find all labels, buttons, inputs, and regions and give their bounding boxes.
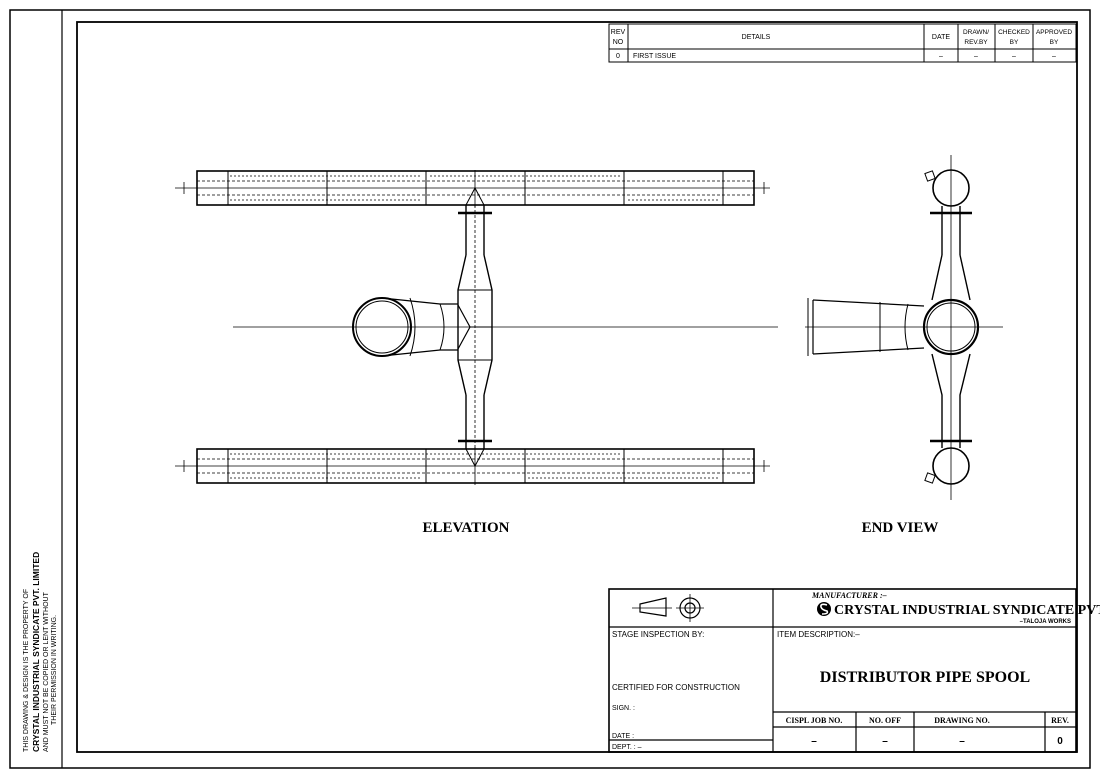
no-off-label: NO. OFF bbox=[869, 716, 901, 725]
revision-table-text: REV NO DETAILS DATE DRAWN/ REV.BY CHECKE… bbox=[611, 29, 1073, 60]
approved-header-2: BY bbox=[1050, 39, 1059, 46]
elevation-label: ELEVATION bbox=[423, 520, 510, 536]
side-note-line4: THEIR PERMISSION IN WRITING. bbox=[51, 615, 58, 725]
no-off-value: – bbox=[882, 736, 888, 747]
rev-no-header-2: NO bbox=[613, 39, 624, 46]
date-label: DATE : bbox=[612, 733, 634, 740]
end-view bbox=[805, 155, 1003, 500]
bottom-header-pipe bbox=[175, 447, 770, 485]
job-no-value: – bbox=[811, 736, 817, 747]
rev-row-0-date: – bbox=[939, 53, 943, 60]
item-description-label: ITEM DESCRIPTION:– bbox=[777, 630, 860, 639]
title-block bbox=[608, 588, 1077, 753]
side-note-line1: THIS DRAWING & DESIGN IS THE PROPERTY OF bbox=[23, 589, 30, 752]
drawing-no-label: DRAWING NO. bbox=[934, 716, 990, 725]
side-note-line3: AND MUST NOT BE COPIED OR LENT WITHOUT bbox=[43, 591, 50, 752]
rev-row-0-checked: – bbox=[1012, 53, 1016, 60]
job-no-label: CISPL JOB NO. bbox=[786, 716, 843, 725]
details-header: DETAILS bbox=[742, 34, 771, 41]
elevation-view bbox=[175, 170, 778, 485]
side-nozzle bbox=[233, 297, 778, 357]
rev-row-0-details: FIRST ISSUE bbox=[633, 53, 676, 60]
rev-row-0-approved: – bbox=[1052, 53, 1056, 60]
rev-no-header-1: REV bbox=[611, 29, 626, 36]
approved-header-1: APPROVED bbox=[1036, 29, 1072, 36]
certified-label: CERTIFIED FOR CONSTRUCTION bbox=[612, 683, 740, 692]
rev-row-0-drawn: – bbox=[974, 53, 978, 60]
inner-border bbox=[76, 21, 1078, 753]
vertical-spool bbox=[457, 186, 493, 468]
dept-label: DEPT. : – bbox=[612, 744, 642, 751]
rev-row-0-rev: 0 bbox=[616, 53, 620, 60]
projection-symbol-icon bbox=[632, 594, 704, 622]
drawn-header-1: DRAWN/ bbox=[963, 29, 989, 36]
top-header-pipe bbox=[175, 170, 770, 207]
checked-header-1: CHECKED bbox=[998, 29, 1030, 36]
company-name: CRYSTAL INDUSTRIAL SYNDICATE PVT. LTD bbox=[834, 603, 1100, 618]
drawn-header-2: REV.BY bbox=[964, 39, 988, 46]
side-note-line2: CRYSTAL INDUSTRIAL SYNDICATE PVT. LIMITE… bbox=[31, 552, 41, 752]
drawing-no-value: – bbox=[959, 736, 965, 747]
sign-label: SIGN. : bbox=[612, 705, 635, 712]
manufacturer-label: MANUFACTURER :– bbox=[811, 591, 887, 600]
end-view-label: END VIEW bbox=[862, 520, 939, 536]
stage-inspection-label: STAGE INSPECTION BY: bbox=[612, 630, 704, 639]
checked-header-2: BY bbox=[1010, 39, 1019, 46]
works-label: –TALOJA WORKS bbox=[1020, 619, 1071, 625]
side-note: THIS DRAWING & DESIGN IS THE PROPERTY OF… bbox=[23, 552, 58, 752]
date-header: DATE bbox=[932, 34, 950, 41]
outer-border bbox=[9, 9, 1091, 769]
rev-value: 0 bbox=[1057, 736, 1063, 747]
item-description: DISTRIBUTOR PIPE SPOOL bbox=[820, 669, 1030, 686]
rev-label: REV. bbox=[1051, 716, 1069, 725]
company-logo-icon bbox=[817, 602, 831, 616]
revision-table bbox=[608, 23, 1077, 63]
